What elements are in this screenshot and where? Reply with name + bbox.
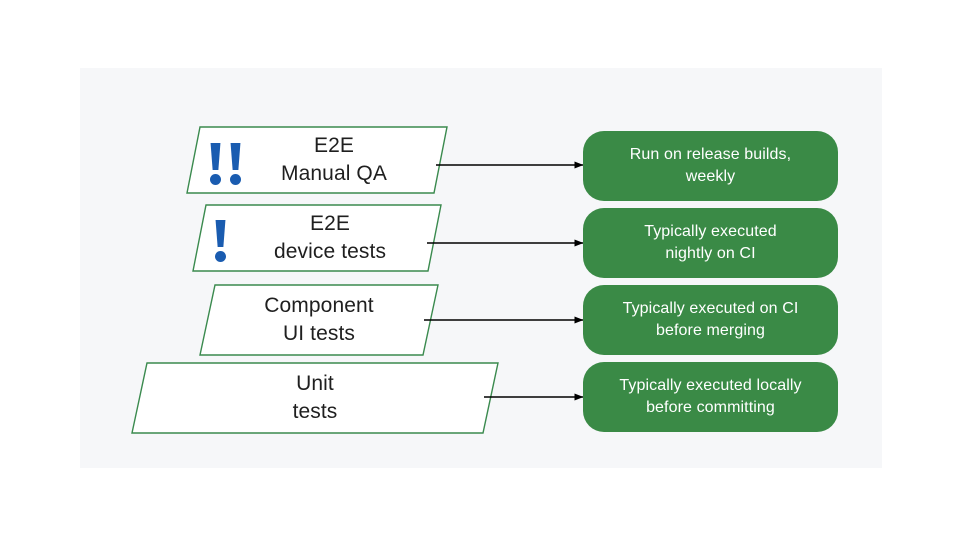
double-exclamation-icon <box>209 143 242 185</box>
callout-e2e-manual-qa[interactable]: Run on release builds, weekly <box>583 131 838 201</box>
pyramid-layer-component-ui-tests[interactable]: Component UI tests <box>199 284 439 356</box>
callout-unit-tests[interactable]: Typically executed locally before commit… <box>583 362 838 432</box>
exclamation-dot <box>210 174 221 185</box>
callout-line2: before merging <box>655 322 766 339</box>
pyramid-layer-e2e-manual-qa[interactable]: E2E Manual QA <box>186 126 448 194</box>
trapezoid-shape <box>199 284 439 356</box>
trapezoid-shape <box>192 204 442 272</box>
exclamation-stem <box>215 220 226 247</box>
callout-line2: weekly <box>685 168 736 185</box>
exclamation-stem <box>230 143 241 170</box>
callout-line1: Run on release builds, <box>629 145 792 163</box>
exclamation-dot <box>215 251 226 262</box>
callout-line1: Typically executed on CI <box>622 299 799 317</box>
callout-line2: nightly on CI <box>665 245 756 262</box>
trapezoid-shape <box>186 126 448 194</box>
callout-component-ui-tests[interactable]: Typically executed on CI before merging <box>583 285 838 355</box>
exclamation-icon-group <box>214 220 227 262</box>
callout-line2: before committing <box>646 399 775 416</box>
exclamation-icon <box>214 220 227 262</box>
exclamation-icon <box>229 143 242 185</box>
trapezoid-shape <box>131 362 499 434</box>
callout-line1: Typically executed locally <box>619 376 802 394</box>
exclamation-stem <box>210 143 221 170</box>
pyramid-layer-unit-tests[interactable]: Unit tests <box>131 362 499 434</box>
callout-line1: Typically executed <box>644 222 777 240</box>
pyramid-layer-e2e-device-tests[interactable]: E2E device tests <box>192 204 442 272</box>
callout-e2e-device-tests[interactable]: Typically executed nightly on CI <box>583 208 838 278</box>
exclamation-dot <box>230 174 241 185</box>
exclamation-icon <box>209 143 222 185</box>
